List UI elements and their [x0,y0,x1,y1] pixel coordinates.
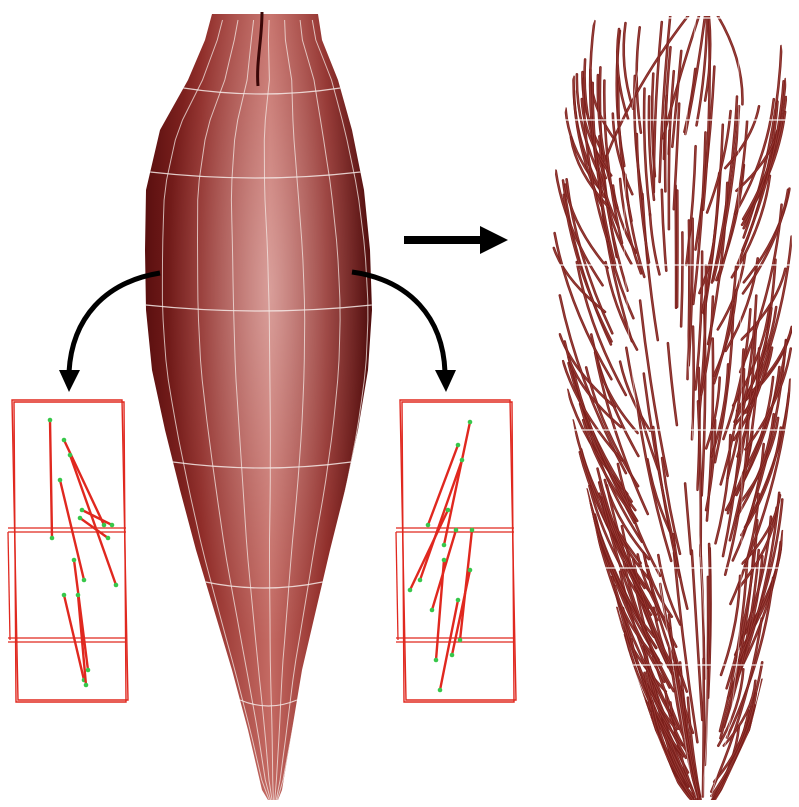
fiber-segment [436,560,444,660]
fiber-endpoint [434,658,439,663]
right-callout-arrow-head [435,370,456,392]
fiber-endpoint [72,558,77,563]
fiber-endpoint [468,568,473,573]
fiber-strand [685,16,705,134]
fiber-strand-highlight [744,189,790,283]
fiber-endpoint [114,583,119,588]
fiber-endpoint [426,523,431,528]
fiber-endpoint [84,683,89,688]
fiber-endpoint [408,588,413,593]
fiber-endpoint [468,420,473,425]
fiber-segment [444,422,470,545]
fiber-endpoint [110,523,115,528]
fiber-endpoint [456,598,461,603]
muscle-highlight [145,14,372,800]
fiber-segment [50,420,52,538]
fiber-strand [686,146,695,265]
wireframe-cell-outline [14,402,126,702]
left-inset-wireframe [8,400,128,702]
wireframe-cell-edge [396,532,398,640]
fiber-endpoint [446,508,451,513]
fiber-strand [624,23,633,109]
fiber-segment [74,560,88,670]
fiber-segment [70,455,116,585]
fiber-strand-highlight [685,483,691,554]
wireframe-cell-outline [12,400,128,700]
fiber-endpoint [48,418,53,423]
fiber-endpoint [76,593,81,598]
fiber-segment [60,480,84,580]
fiber-endpoint [106,536,111,541]
fiber-endpoint [418,578,423,583]
fiber-endpoint [470,528,475,533]
fiber-endpoint [80,508,85,513]
fiber-endpoint [442,558,447,563]
fiber-endpoint [62,593,67,598]
fiber-endpoint [438,688,443,693]
transform-arrow-head [480,226,508,254]
fiber-endpoint [460,458,465,463]
fiber-endpoint [102,523,107,528]
fiber-strand [744,189,790,283]
fiber-endpoint [58,478,63,483]
fiber-volume-panel [553,10,792,805]
fiber-endpoint [86,668,91,673]
left-callout-arrow-head [59,370,80,392]
wireframe-cell-edge [8,532,10,640]
right-inset-wireframe [396,400,516,702]
fiber-endpoint [78,516,83,521]
fiber-endpoint [454,528,459,533]
fiber-endpoint [50,536,55,541]
fiber-endpoint [442,543,447,548]
fiber-endpoint [62,438,67,443]
fiber-endpoint [430,608,435,613]
fiber-segment [420,460,462,580]
fiber-endpoint [82,578,87,583]
fiber-strands [554,10,792,805]
fiber-endpoint [456,443,461,448]
fiber-endpoint [68,453,73,458]
fiber-endpoint [450,653,455,658]
muscle-surface-panel [145,12,372,800]
fiber-endpoint [458,638,463,643]
